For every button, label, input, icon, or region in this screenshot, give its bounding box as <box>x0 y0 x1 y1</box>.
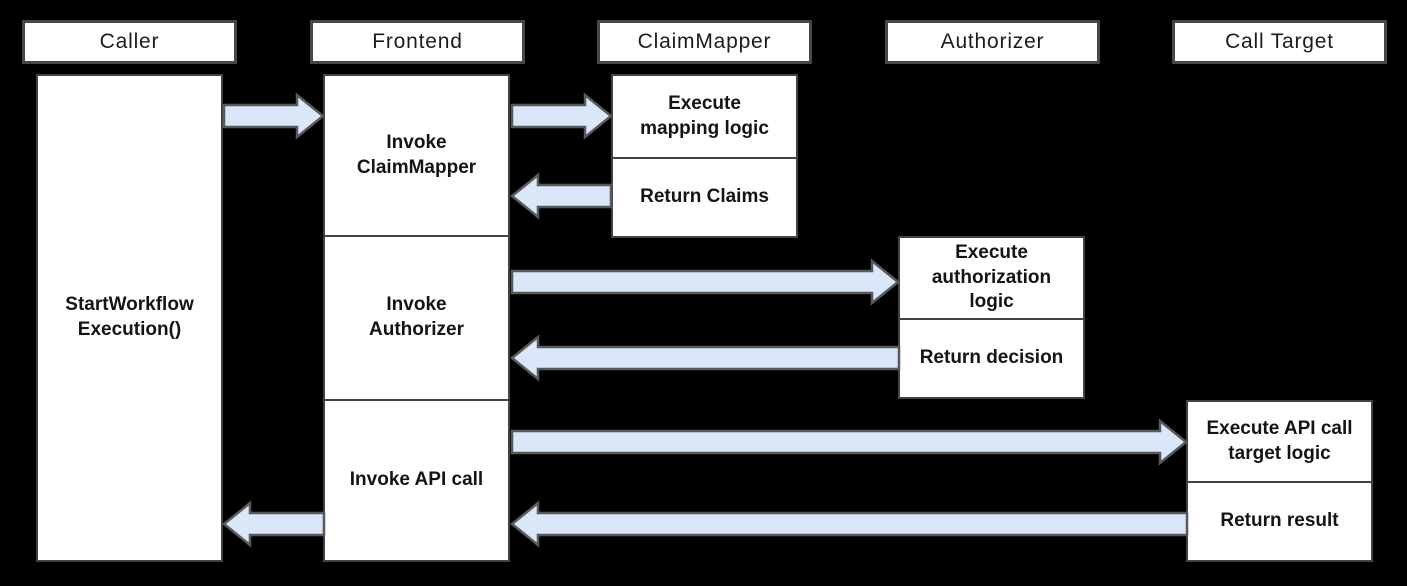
lane-caller: StartWorkflow Execution() <box>36 74 223 562</box>
step-invoke-authorizer: Invoke Authorizer <box>325 237 508 401</box>
step-execute-api-call-target-logic: Execute API call target logic <box>1188 402 1371 483</box>
lane-frontend: Invoke ClaimMapper Invoke Authorizer Inv… <box>323 74 510 562</box>
arrow-authorizer-to-frontend <box>510 334 901 382</box>
actor-header-caller: Caller <box>22 20 237 64</box>
actor-header-authorizer: Authorizer <box>885 20 1100 64</box>
step-execute-authorization-logic: Execute authorization logic <box>900 238 1083 320</box>
step-invoke-claimmapper: Invoke ClaimMapper <box>325 76 508 237</box>
lane-calltarget: Execute API call target logic Return res… <box>1186 400 1373 562</box>
actor-header-calltarget: Call Target <box>1172 20 1387 64</box>
step-return-claims: Return Claims <box>640 186 769 208</box>
arrow-frontend-to-authorizer <box>510 258 900 306</box>
step-invoke-api-call: Invoke API call <box>349 469 484 491</box>
step-return-result: Return result <box>1220 510 1339 532</box>
step-execute-mapping-logic: Execute mapping logic <box>613 76 796 159</box>
lane-authorizer: Execute authorization logic Return decis… <box>898 236 1085 399</box>
step-startworkflow-execution: StartWorkflow Execution() <box>65 294 194 340</box>
actor-header-frontend: Frontend <box>310 20 525 64</box>
arrow-claimmapper-to-frontend <box>510 172 613 220</box>
step-return-decision: Return decision <box>919 347 1064 369</box>
lane-claimmapper: Execute mapping logic Return Claims <box>611 74 798 238</box>
arrow-frontend-to-caller <box>222 500 326 548</box>
arrow-caller-to-frontend <box>222 92 325 140</box>
actor-header-claimmapper: ClaimMapper <box>597 20 812 64</box>
arrow-frontend-to-calltarget <box>510 418 1188 466</box>
arrow-calltarget-to-frontend <box>510 500 1189 548</box>
arrow-frontend-to-claimmapper <box>510 92 613 140</box>
